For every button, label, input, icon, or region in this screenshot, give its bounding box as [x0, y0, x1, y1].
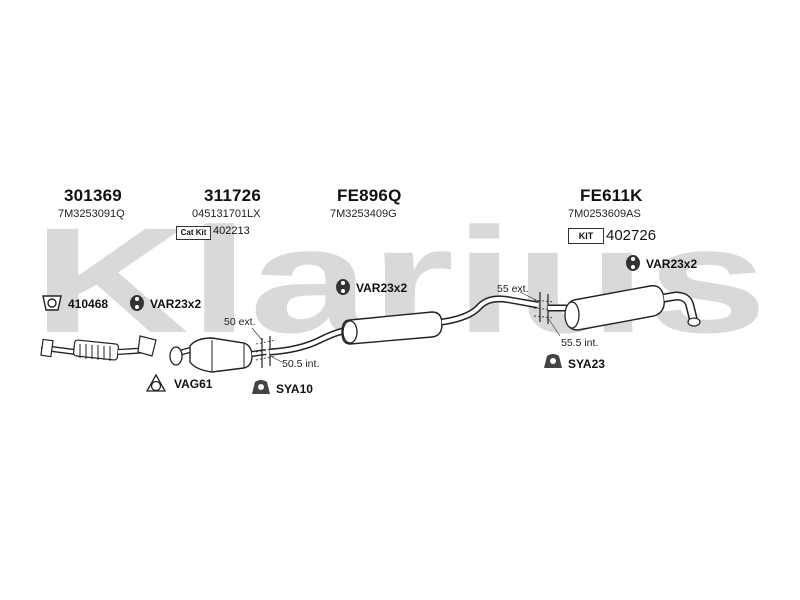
rubber-mount-icon — [130, 295, 144, 311]
accessory-var23x2-1: VAR23x2 — [150, 297, 202, 311]
cat-kit-number: 402213 — [213, 225, 250, 237]
dim-50-5-int: 50.5 int. — [282, 358, 320, 370]
oe-number-045131701LX: 045131701LX — [192, 208, 261, 220]
accessory-sya10: SYA10 — [276, 382, 313, 396]
dim-55-5-int: 55.5 int. — [561, 337, 599, 349]
catalytic-converter-311726 — [169, 337, 267, 373]
part-number-311726: 311726 — [204, 186, 261, 205]
flange-ring-icon — [145, 373, 167, 392]
rear-silencer-FE611K — [548, 285, 701, 331]
part-number-FE611K: FE611K — [580, 186, 643, 205]
cat-kit-badge: Cat Kit — [176, 226, 211, 240]
dim-50-ext: 50 ext. — [224, 316, 256, 328]
accessory-410468: 410468 — [68, 297, 109, 311]
clamp-55 — [519, 291, 561, 337]
accessory-vag61: VAG61 — [174, 377, 213, 391]
front-pipe-301369 — [40, 335, 157, 361]
accessory-sya23: SYA23 — [568, 357, 605, 371]
middle-silencer-FE896Q — [269, 295, 539, 356]
accessory-var23x2-2: VAR23x2 — [356, 281, 408, 295]
part-number-FE896Q: FE896Q — [337, 186, 402, 205]
oe-number-7M3253091Q: 7M3253091Q — [58, 208, 125, 220]
part-number-301369: 301369 — [64, 186, 122, 205]
hanger-icon — [252, 380, 270, 394]
rubber-mount-icon — [336, 279, 350, 295]
kit-number: 402726 — [606, 227, 657, 244]
oe-number-7M3253409G: 7M3253409G — [330, 208, 397, 220]
oe-number-7M0253609AS: 7M0253609AS — [568, 208, 641, 220]
gasket-icon — [42, 295, 62, 311]
hanger-icon — [544, 354, 562, 368]
kit-badge: KIT — [568, 228, 604, 244]
accessory-var23x2-3: VAR23x2 — [646, 257, 698, 271]
rubber-mount-icon — [626, 255, 640, 271]
